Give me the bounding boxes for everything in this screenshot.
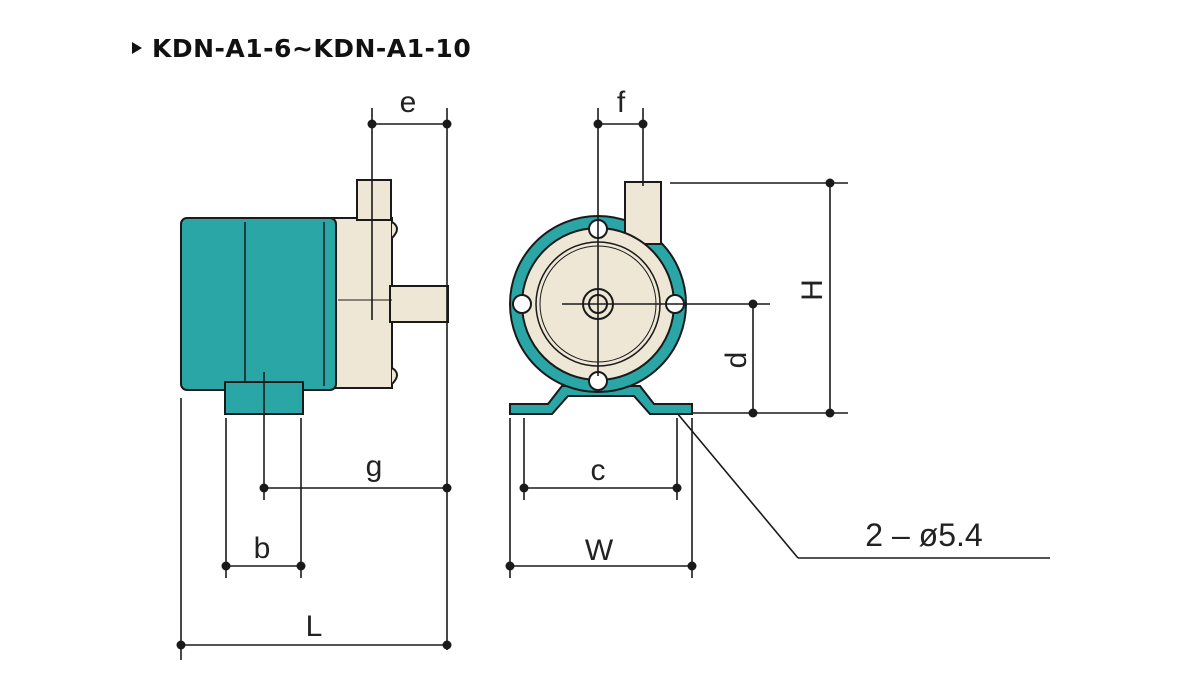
- front-dimension-lines: [509, 108, 1050, 578]
- side-dimension-lines: [180, 108, 448, 660]
- side-head-bump-bottom: [391, 367, 398, 385]
- model-range-label: KDN-A1-6~KDN-A1-10: [152, 33, 472, 63]
- front-view: [509, 181, 693, 415]
- front-bolt-left: [512, 294, 532, 314]
- dim-label-H: H: [796, 279, 829, 301]
- dim-label-L: L: [306, 610, 323, 643]
- hole-callout-label: 2 – ø5.4: [865, 517, 982, 553]
- side-view: [180, 179, 449, 415]
- drawing-title: KDN-A1-6~KDN-A1-10: [132, 30, 471, 66]
- dim-label-g: g: [366, 450, 383, 483]
- side-dimension-dots: [176, 119, 452, 650]
- dim-label-e: e: [400, 86, 417, 119]
- front-discharge-port: [624, 181, 662, 245]
- dim-label-d: d: [720, 352, 753, 369]
- title-arrow-icon: [132, 42, 142, 54]
- side-motor-body: [180, 217, 337, 391]
- front-mount-base: [509, 385, 693, 415]
- dim-label-b: b: [254, 532, 271, 565]
- side-head-bump-top: [391, 221, 398, 239]
- side-pump-head: [329, 217, 393, 389]
- side-suction-port: [389, 285, 449, 323]
- dim-label-c: c: [591, 454, 606, 487]
- side-discharge-port: [356, 179, 392, 221]
- front-dimension-dots: [505, 119, 835, 571]
- dim-label-f: f: [617, 86, 626, 119]
- dim-label-W: W: [585, 534, 614, 567]
